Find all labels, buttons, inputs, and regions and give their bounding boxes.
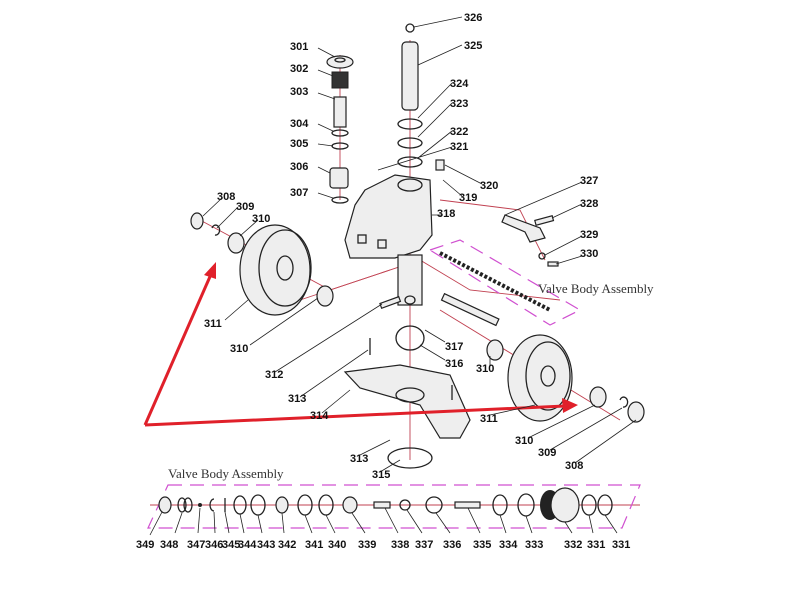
callout-331: 331 (612, 539, 630, 551)
callout-316: 316 (445, 358, 463, 370)
callout-327: 327 (580, 175, 598, 187)
callout-324: 324 (450, 78, 469, 90)
callout-310: 310 (476, 363, 494, 375)
callout-329: 329 (580, 229, 598, 241)
callout-307: 307 (290, 187, 308, 199)
callout-337: 337 (415, 539, 433, 551)
callout-322: 322 (450, 126, 468, 138)
callout-335: 335 (473, 539, 491, 551)
callout-323: 323 (450, 98, 468, 110)
base-frame (343, 364, 471, 469)
callout-310: 310 (230, 343, 248, 355)
callout-341: 341 (305, 539, 323, 551)
callout-340: 340 (328, 539, 346, 551)
valve-body-assembly-title: Valve Body Assembly (168, 466, 284, 481)
callout-343: 343 (257, 539, 275, 551)
callout-345: 345 (222, 539, 240, 551)
callout-325: 325 (464, 40, 482, 52)
callout-309: 309 (236, 201, 254, 213)
callout-306: 306 (290, 161, 308, 173)
callout-313: 313 (350, 453, 368, 465)
highlight-arrows (143, 262, 578, 427)
assembly-axis-lines (150, 40, 640, 506)
callout-308: 308 (217, 191, 235, 203)
callout-308: 308 (565, 460, 583, 472)
right-wheel-assembly (507, 334, 645, 423)
callout-333: 333 (525, 539, 543, 551)
left-wheel-assembly (190, 212, 334, 316)
valve-inline-parts (439, 251, 551, 312)
part-callouts: 326 301 325 302 324 303 323 304 322 305 … (204, 12, 654, 481)
callout-315: 315 (372, 469, 390, 481)
callout-310: 310 (252, 213, 270, 225)
callout-312: 312 (265, 369, 283, 381)
callout-303: 303 (290, 86, 308, 98)
valve-body-outline (147, 239, 641, 529)
callout-305: 305 (290, 138, 308, 150)
release-lever-parts (501, 214, 559, 267)
callout-339: 339 (358, 539, 376, 551)
callout-326: 326 (464, 12, 482, 24)
callout-338: 338 (391, 539, 409, 551)
callout-344: 344 (238, 539, 257, 551)
callout-311: 311 (480, 413, 498, 425)
pump-housing (344, 174, 433, 306)
callout-302: 302 (290, 63, 308, 75)
callout-320: 320 (480, 180, 498, 192)
shafts-and-pins (369, 292, 504, 361)
callout-334: 334 (499, 539, 518, 551)
callout-348: 348 (160, 539, 178, 551)
callout-347: 347 (187, 539, 205, 551)
callout-342: 342 (278, 539, 296, 551)
callout-346: 346 (205, 539, 223, 551)
callout-304: 304 (290, 118, 309, 130)
callout-319: 319 (459, 192, 477, 204)
leader-lines (149, 16, 637, 536)
callout-321: 321 (450, 141, 468, 153)
callout-332: 332 (564, 539, 582, 551)
callout-314: 314 (310, 410, 329, 422)
callout-349: 349 (136, 539, 154, 551)
callout-328: 328 (580, 198, 598, 210)
callout-331: 331 (587, 539, 605, 551)
callout-336: 336 (443, 539, 461, 551)
callout-310: 310 (515, 435, 533, 447)
pump-piston-parts (326, 55, 354, 204)
callout-301: 301 (290, 41, 308, 53)
valve-assembly-callouts: 349 348 347 346 345 344 343 342 341 340 … (136, 539, 630, 551)
callout-318: 318 (437, 208, 455, 220)
callout-313: 313 (288, 393, 306, 405)
callout-309: 309 (538, 447, 556, 459)
callout-311: 311 (204, 318, 222, 330)
callout-317: 317 (445, 341, 463, 353)
piston-ram-parts (397, 23, 445, 171)
valve-body-assembly-inline-label: Valve Body Assembly (538, 281, 654, 296)
callout-330: 330 (580, 248, 598, 260)
